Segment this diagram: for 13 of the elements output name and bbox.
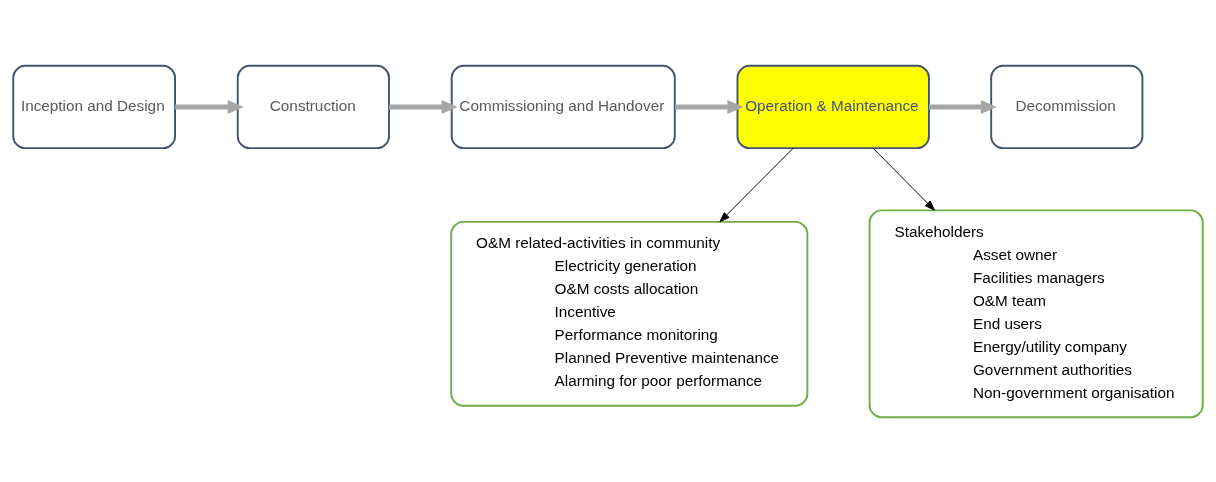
node-box: Decommission — [990, 64, 1144, 149]
arrow — [675, 99, 744, 114]
node-box: Construction — [236, 64, 390, 149]
node-box: Commissioning and Handover — [450, 64, 676, 149]
arrow — [719, 147, 794, 222]
arrow — [929, 99, 997, 114]
node-box: Inception and Design — [12, 64, 176, 149]
arrow — [872, 147, 935, 211]
arrow — [175, 99, 244, 114]
node-box: O&M related-activities in community Electricity generation O&M costs allocation Incentive Performance monitoring Planned Preventive maintenance Alarming for poor performance — [450, 220, 809, 407]
node-box: Operation & Maintenance — [736, 64, 930, 149]
node-box: Stakeholders Asset owner Facilities managers O&M team End users Energy/utility company Government authorities Non-government organisation — [868, 208, 1204, 418]
arrow — [389, 99, 458, 114]
